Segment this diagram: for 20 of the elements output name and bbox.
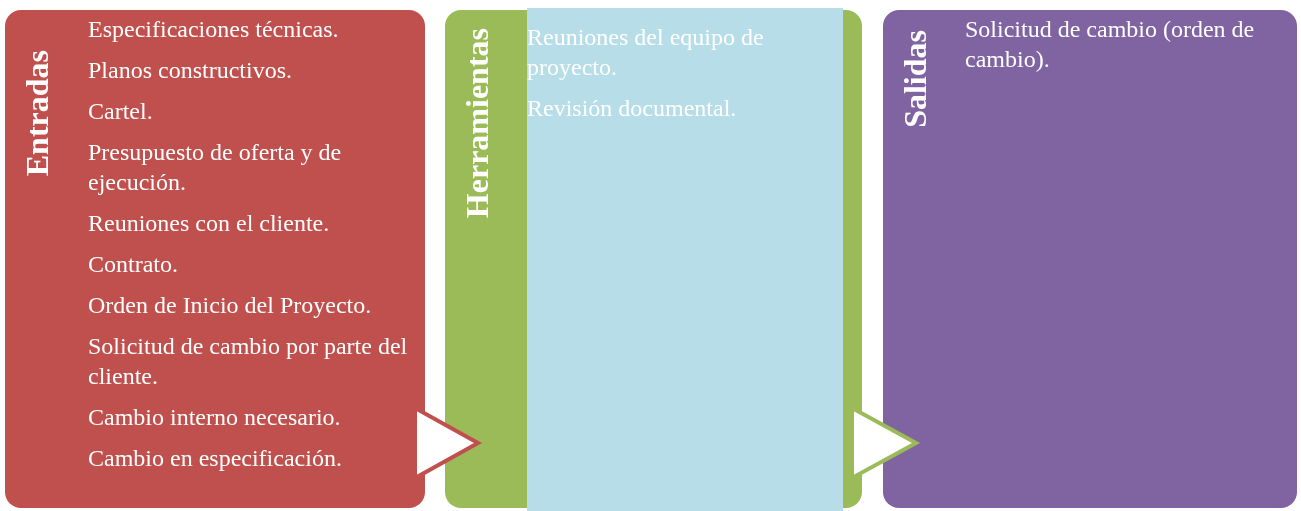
category-panel xyxy=(5,10,425,508)
list-item: Cambio interno necesario. xyxy=(88,403,342,432)
list-item: Planos constructivos. xyxy=(88,56,293,85)
list-item: Solicitud de cambio (orden de cambio). xyxy=(965,15,1256,74)
list-item: Solicitud de cambio por parte del cliente. xyxy=(88,332,409,391)
panel-heading: Herramientas xyxy=(458,28,496,219)
panel-heading: Entradas xyxy=(18,50,56,177)
list-item: Presupuesto de oferta y de ejecución. xyxy=(88,138,343,197)
category-panel xyxy=(883,10,1297,508)
content-panel xyxy=(527,8,843,511)
list-item: Revisión documental. xyxy=(527,94,738,123)
panel-heading: Salidas xyxy=(896,30,934,128)
list-item: Cartel. xyxy=(88,97,154,126)
category-panel xyxy=(445,10,862,508)
list-item: Cambio en especificación. xyxy=(88,444,343,473)
list-item: Contrato. xyxy=(88,250,179,279)
list-item: Orden de Inicio del Proyecto. xyxy=(88,291,373,320)
list-item: Especificaciones técnicas. xyxy=(88,15,340,44)
list-item: Reuniones con el cliente. xyxy=(88,209,331,238)
list-item: Reuniones del equipo de proyecto. xyxy=(527,23,765,82)
